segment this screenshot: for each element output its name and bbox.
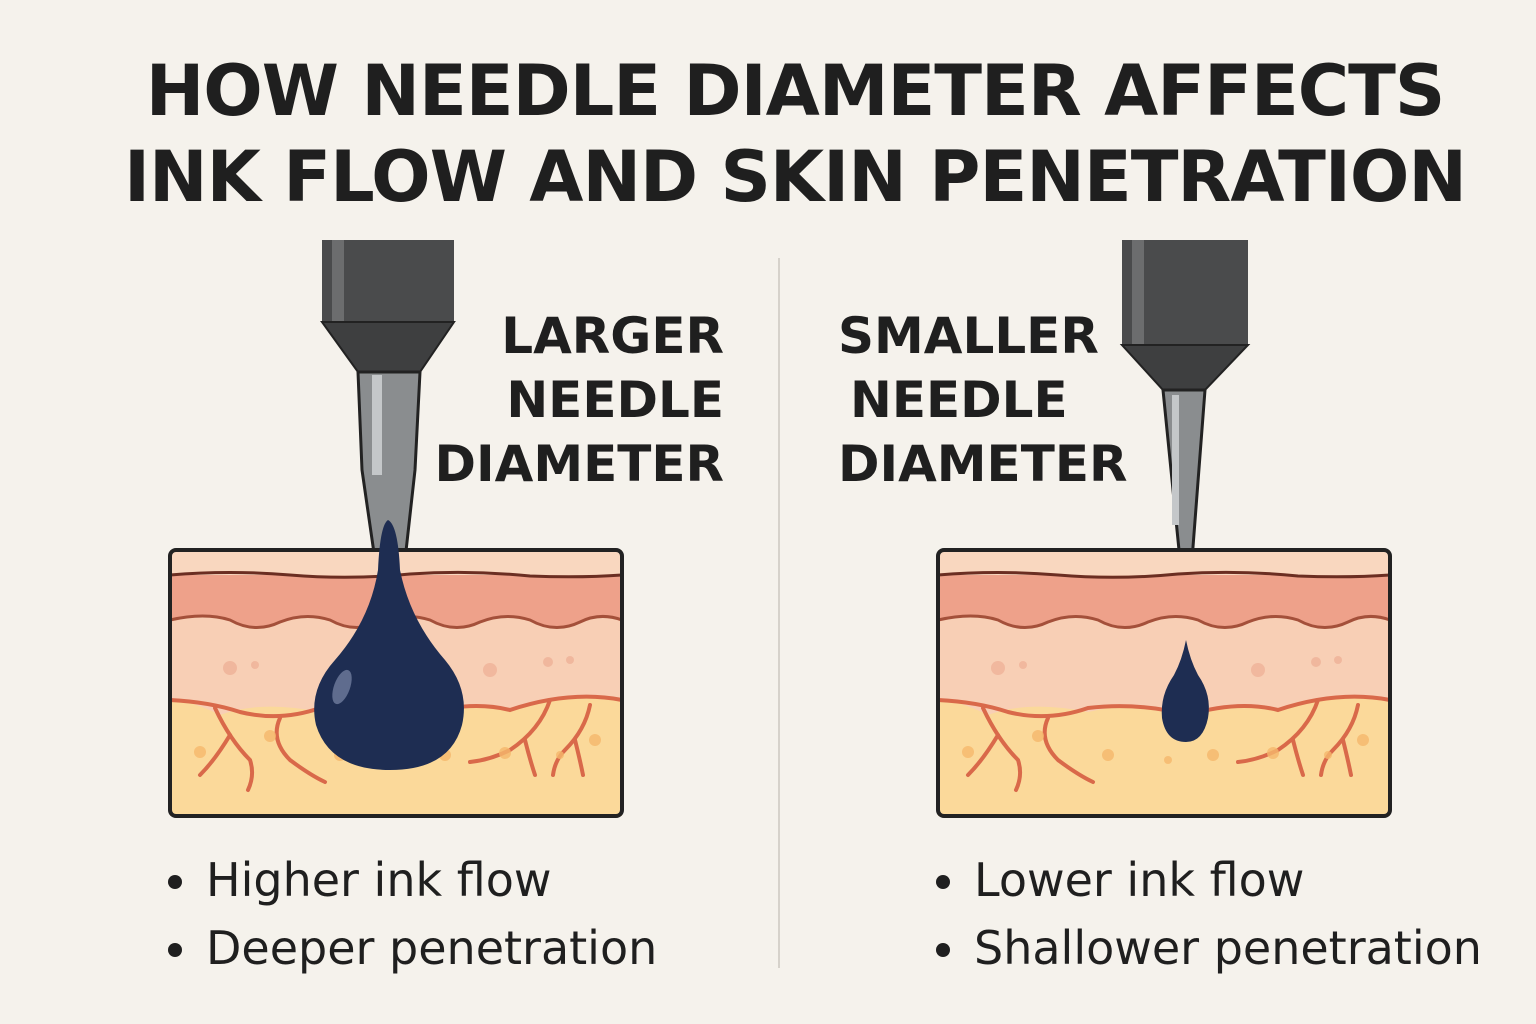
smaller-needle-label: SMALLER NEEDLE DIAMETER bbox=[838, 304, 1127, 496]
bullet-item: Lower ink flow bbox=[934, 846, 1482, 914]
left-ink-drop bbox=[314, 520, 464, 770]
larger-needle-label: LARGER NEEDLE DIAMETER bbox=[435, 304, 724, 496]
bullet-item: Shallower penetration bbox=[934, 914, 1482, 982]
bullet-item: Higher ink flow bbox=[166, 846, 657, 914]
label-line: DIAMETER bbox=[838, 435, 1128, 493]
smaller-needle-effects: Lower ink flow Shallower penetration bbox=[934, 846, 1482, 982]
left-needle bbox=[320, 240, 456, 562]
center-divider bbox=[778, 258, 780, 968]
right-skin-cross-section bbox=[936, 548, 1392, 818]
label-line: NEEDLE bbox=[506, 371, 724, 429]
title-line-2: INK FLOW AND SKIN PENETRATION bbox=[124, 136, 1467, 218]
label-line: SMALLER bbox=[838, 307, 1099, 365]
bullet-item: Deeper penetration bbox=[166, 914, 657, 982]
right-needle bbox=[1119, 240, 1251, 651]
label-line: DIAMETER bbox=[434, 435, 724, 493]
diagram-title: HOW NEEDLE DIAMETER AFFECTS INK FLOW AND… bbox=[0, 48, 1536, 220]
right-ink-drop bbox=[1161, 640, 1209, 742]
label-line: LARGER bbox=[501, 307, 724, 365]
larger-needle-effects: Higher ink flow Deeper penetration bbox=[166, 846, 657, 982]
title-line-1: HOW NEEDLE DIAMETER AFFECTS bbox=[145, 50, 1446, 132]
label-line: NEEDLE bbox=[850, 371, 1068, 429]
